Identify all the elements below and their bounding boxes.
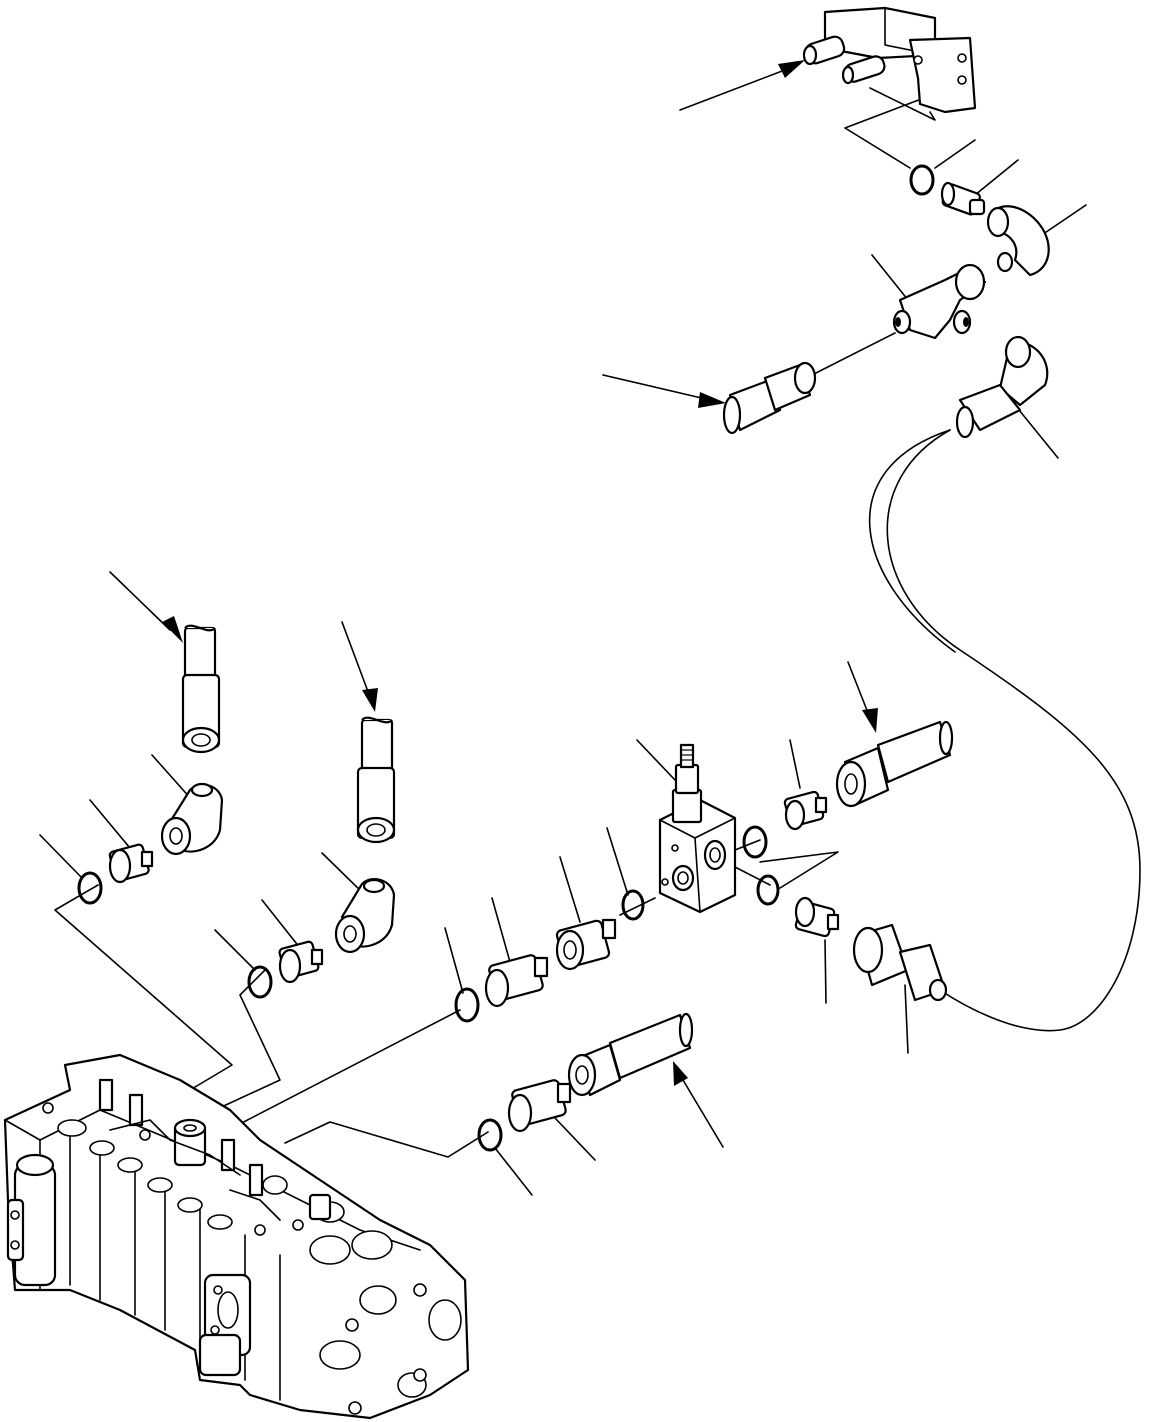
left-adapter-1 bbox=[108, 843, 154, 884]
left-hose-1 bbox=[181, 624, 221, 754]
relief-plug bbox=[671, 743, 703, 824]
bottom-adapter bbox=[507, 1079, 572, 1133]
control-valve bbox=[3, 1053, 470, 1420]
upper-adapter bbox=[940, 181, 986, 216]
left-hose-2 bbox=[356, 716, 396, 844]
left-elbow-1 bbox=[160, 782, 224, 856]
block-o-ring bbox=[621, 889, 645, 921]
long-hose-line bbox=[886, 429, 1141, 1032]
hose-from-left-upper bbox=[722, 361, 817, 435]
upper-elbow bbox=[986, 205, 1050, 277]
left-elbow-2 bbox=[334, 878, 396, 954]
upper-o-ring bbox=[909, 164, 935, 196]
center-o-ring bbox=[454, 987, 480, 1023]
left-o-ring-1 bbox=[77, 871, 103, 905]
bottom-hose bbox=[567, 1012, 694, 1097]
right-hose-upper bbox=[835, 720, 954, 808]
leader-lines bbox=[39, 60, 1087, 1196]
left-adapter-2 bbox=[278, 940, 324, 984]
right-o-rings bbox=[742, 825, 780, 906]
right-hose-lower bbox=[852, 923, 948, 1002]
bottom-o-ring bbox=[477, 1118, 503, 1152]
left-o-ring-2 bbox=[247, 965, 273, 999]
pressure-switch-bracket bbox=[802, 6, 977, 121]
right-adapter-upper bbox=[783, 790, 828, 831]
hose-elbow-end bbox=[955, 335, 1049, 439]
center-adapter bbox=[484, 954, 549, 1008]
tee-fitting bbox=[892, 263, 987, 340]
right-adapter-lower bbox=[794, 896, 840, 938]
center-nut bbox=[555, 918, 617, 971]
